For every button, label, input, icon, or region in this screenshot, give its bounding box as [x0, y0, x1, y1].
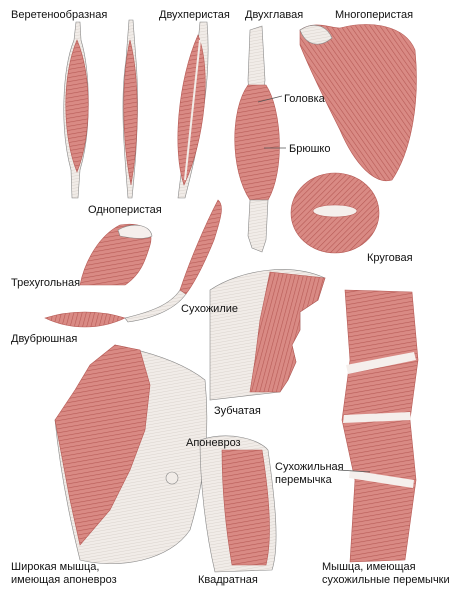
multipennate-muscle — [299, 24, 417, 182]
label-broad-muscle-line2: имеющая апоневроз — [11, 574, 117, 586]
label-head: Головка — [284, 93, 325, 105]
head-leader-line — [257, 95, 283, 103]
label-aponeurosis: Апоневроз — [186, 437, 241, 449]
biceps-muscle — [234, 25, 286, 253]
bipennate-muscle — [177, 21, 209, 199]
label-tendinous-intersection: Сухожильная перемычка — [275, 461, 344, 487]
label-broad-muscle-line1: Широкая мышца, — [11, 561, 100, 573]
quadrate-muscle — [199, 435, 277, 573]
label-unipennate: Одноперистая — [88, 204, 162, 216]
digastric-muscle — [44, 199, 222, 328]
label-tendinous-intersection-line1: Сухожильная — [275, 461, 344, 473]
label-belly: Брюшко — [289, 143, 331, 155]
label-multipennate: Многоперистая — [335, 9, 414, 21]
triangular-muscle — [79, 224, 153, 286]
label-intersected-muscle: Мышца, имеющая сухожильные перемычки — [322, 561, 450, 587]
label-quadrate: Квадратная — [198, 574, 258, 586]
label-tendon: Сухожилие — [181, 303, 238, 315]
unipennate-muscle — [122, 19, 138, 199]
intersection-leader-line — [337, 469, 371, 473]
label-circular: Круговая — [367, 252, 413, 264]
label-intersected-muscle-line1: Мышца, имеющая — [322, 561, 416, 573]
label-digastric: Двубрюшная — [11, 333, 78, 345]
serratus-muscle — [209, 269, 326, 401]
fusiform-muscle — [63, 21, 89, 199]
intersected-muscle — [337, 289, 419, 563]
label-tendinous-intersection-line2: перемычка — [275, 474, 332, 486]
label-triangular: Трехугольная — [11, 277, 81, 289]
label-bipennate: Двухперистая — [159, 9, 230, 21]
label-intersected-muscle-line2: сухожильные перемычки — [322, 574, 450, 586]
label-biceps: Двухглавая — [245, 9, 304, 21]
circular-muscle — [290, 172, 380, 254]
label-broad-muscle: Широкая мышца, имеющая апоневроз — [11, 561, 117, 587]
label-fusiform: Веретенообразная — [11, 9, 108, 21]
broad-muscle — [54, 344, 208, 565]
label-serratus: Зубчатая — [214, 405, 261, 417]
